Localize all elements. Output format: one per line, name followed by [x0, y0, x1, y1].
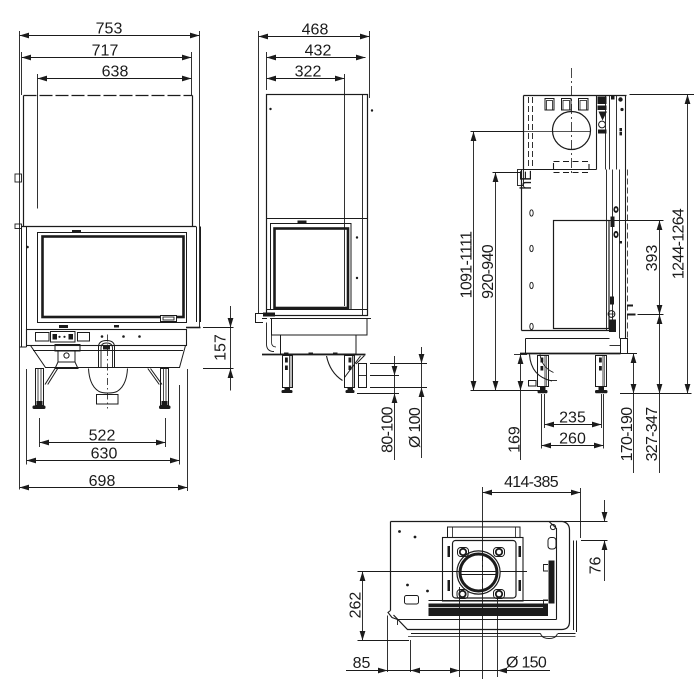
svg-text:169: 169 — [506, 426, 523, 453]
svg-text:170-190: 170-190 — [619, 407, 636, 462]
svg-text:157: 157 — [212, 334, 229, 361]
svg-text:630: 630 — [91, 445, 118, 462]
svg-text:432: 432 — [305, 42, 332, 59]
svg-text:262: 262 — [347, 592, 364, 619]
svg-text:1091-1111: 1091-1111 — [458, 231, 475, 298]
svg-text:Ø 150: Ø 150 — [506, 654, 547, 671]
svg-text:76: 76 — [587, 557, 604, 575]
svg-text:468: 468 — [302, 21, 329, 38]
svg-text:698: 698 — [89, 473, 116, 490]
svg-text:920-940: 920-940 — [480, 244, 497, 299]
svg-text:522: 522 — [89, 427, 116, 444]
svg-text:85: 85 — [353, 655, 371, 672]
svg-text:Ø 100: Ø 100 — [407, 407, 424, 448]
svg-text:753: 753 — [96, 20, 123, 37]
svg-text:414-385: 414-385 — [504, 474, 559, 491]
svg-text:235: 235 — [559, 409, 586, 426]
svg-text:327-347: 327-347 — [644, 407, 661, 462]
svg-text:1244-1264: 1244-1264 — [670, 208, 687, 279]
svg-text:322: 322 — [295, 63, 322, 80]
svg-text:hE: hE — [518, 170, 535, 190]
svg-text:80-100: 80-100 — [379, 406, 396, 452]
svg-text:638: 638 — [102, 63, 129, 80]
svg-text:393: 393 — [644, 245, 661, 272]
svg-text:717: 717 — [92, 42, 119, 59]
svg-text:260: 260 — [559, 430, 586, 447]
